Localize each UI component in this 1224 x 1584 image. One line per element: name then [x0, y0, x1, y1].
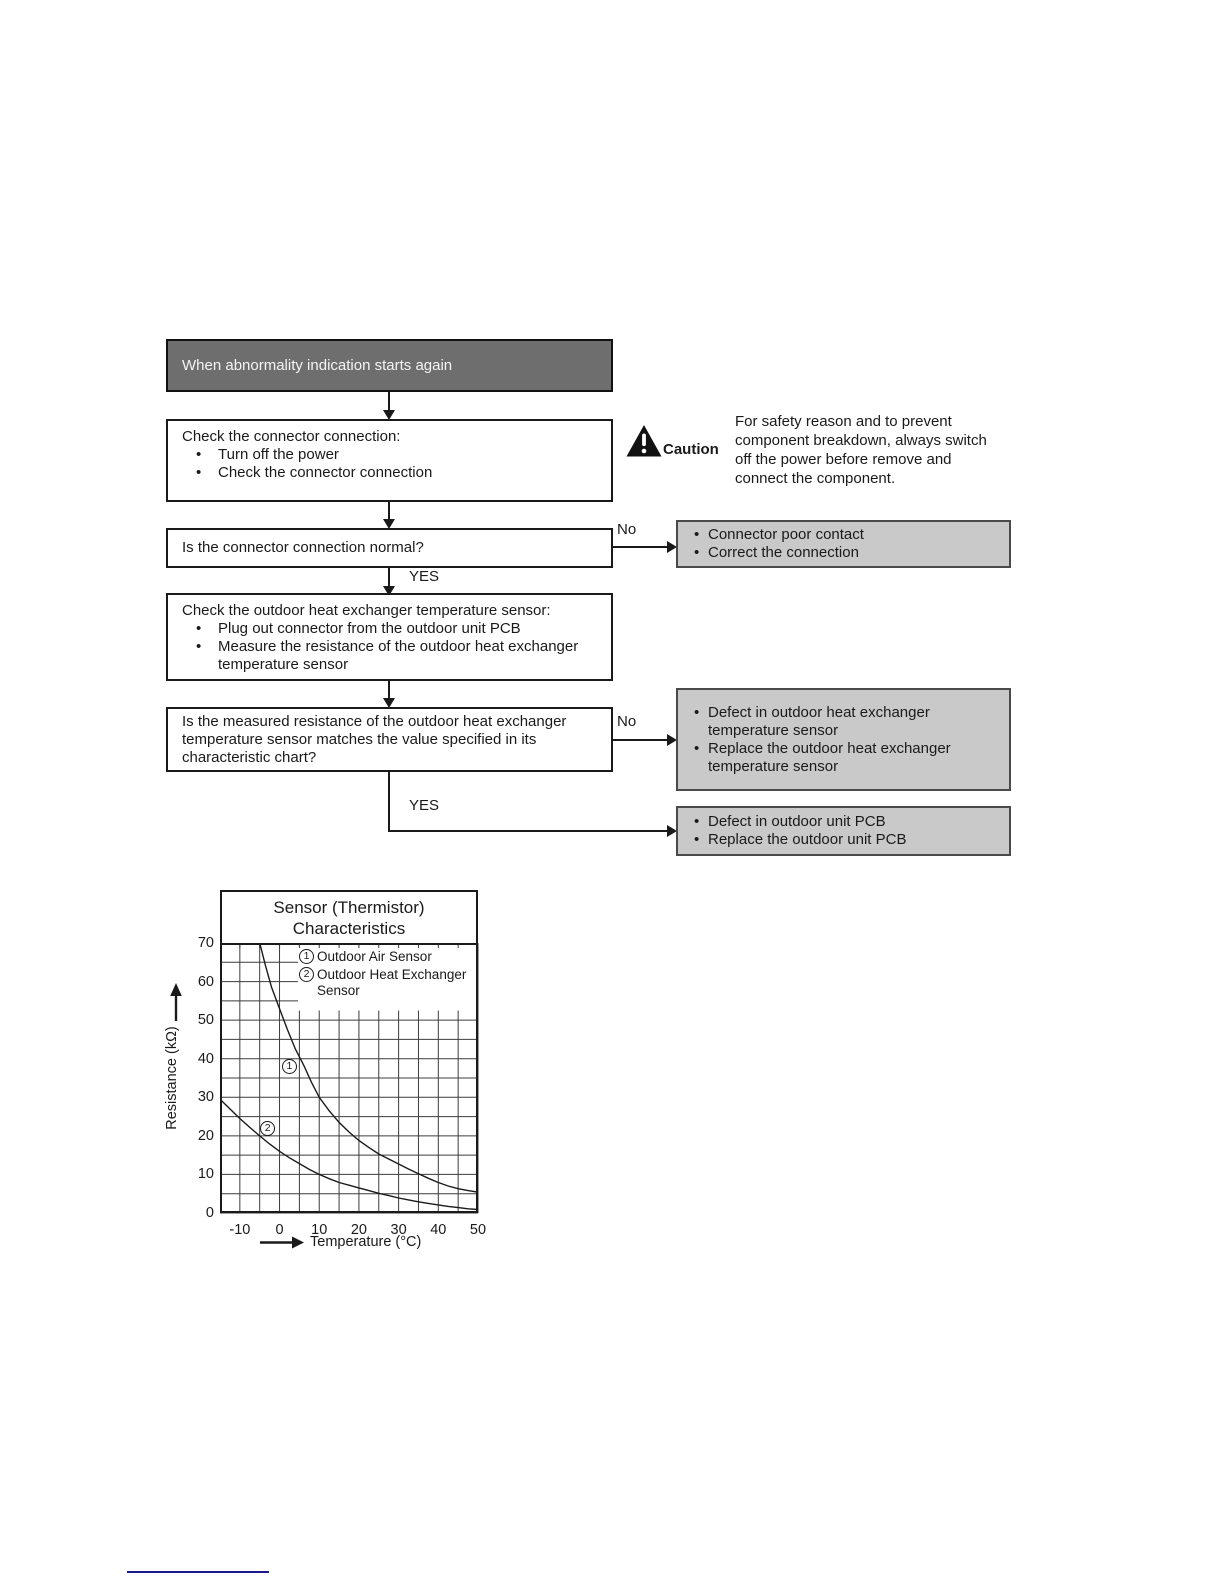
flow-check-connector-box: Check the connector connection: • Turn of…: [166, 419, 613, 502]
y-tick-label: 20: [197, 1127, 214, 1144]
bullet-text: Replace the outdoor unit PCB: [708, 831, 907, 848]
bullet-text: Check the connector connection: [218, 464, 433, 481]
y-tick-label: 50: [197, 1012, 214, 1029]
bullet-item: • Plug out connector from the outdoor uni…: [182, 620, 601, 638]
bullet-item: • Check the connector connection: [182, 464, 601, 482]
legend-circled-number-icon: 2: [299, 966, 314, 982]
y-tick-label: 10: [197, 1166, 214, 1183]
caution-text: For safety reason and to prevent compone…: [735, 413, 987, 487]
y-axis-arrow-icon: [170, 983, 182, 1021]
branch-no-1: No: [617, 521, 637, 538]
bullet-item: • Correct the connection: [678, 544, 1009, 562]
result-sensor-box: • Defect in outdoor heat exchanger temper…: [676, 688, 1011, 791]
bullet-item: • Replace the outdoor unit PCB: [678, 831, 1009, 849]
y-tick-label: 0: [205, 1205, 214, 1221]
bullet-dot: •: [694, 526, 700, 543]
bullet-dot: •: [196, 620, 202, 637]
y-tick-label: 60: [197, 973, 214, 990]
bullet-dot: •: [694, 831, 700, 848]
branch-yes-2: YES: [409, 797, 440, 814]
check-connector-bullets: • Turn off the power • Check the connector …: [182, 446, 601, 482]
result-pcb-bullets: • Defect in outdoor unit PCB • Replace the …: [678, 813, 1009, 849]
bullet-dot: •: [694, 703, 700, 721]
question-connector-box: Is the connector connection normal?: [166, 528, 613, 568]
y-tick-label: 30: [197, 1089, 214, 1106]
branch-no-2: No: [617, 713, 637, 730]
bullet-dot: •: [694, 739, 700, 757]
legend-label: Outdoor Heat Exchanger Sensor: [317, 966, 467, 999]
bullet-item: • Defect in outdoor unit PCB: [678, 813, 1009, 831]
curve-marker-1-icon: 1: [281, 1058, 297, 1074]
x-tick-label: 30: [390, 1222, 407, 1238]
bullet-item: • Measure the resistance of the outdoor h…: [182, 638, 601, 674]
chart-title-line2: Characteristics: [292, 918, 406, 938]
bullet-dot: •: [196, 464, 202, 481]
chart-title-box: Sensor (Thermistor) Characteristics: [220, 890, 478, 945]
bullet-text: Replace the outdoor heat exchanger tempe…: [708, 739, 951, 775]
x-tick-label: 0: [275, 1222, 284, 1238]
curve-marker-2-icon: 2: [260, 1120, 276, 1136]
legend-label: Outdoor Air Sensor: [317, 949, 432, 964]
bullet-item: • Connector poor contact: [678, 526, 1009, 544]
bullet-dot: •: [196, 446, 202, 463]
bullet-text: Correct the connection: [708, 544, 859, 561]
x-tick-label: 10: [311, 1222, 328, 1238]
caution-label: Caution: [663, 441, 719, 458]
x-tick-label: -10: [229, 1222, 251, 1238]
bullet-item: • Turn off the power: [182, 446, 601, 464]
branch-yes-1: YES: [409, 568, 440, 585]
legend-circled-number-icon: 1: [299, 949, 314, 964]
result-sensor-bullets: • Defect in outdoor heat exchanger temper…: [678, 704, 1009, 776]
y-axis-title: Resistance (kΩ): [164, 1026, 180, 1130]
flow-start-box: When abnormality indication starts again: [166, 339, 613, 392]
x-axis-arrow-icon: [260, 1236, 304, 1249]
x-tick-label: 50: [469, 1222, 487, 1238]
flow-check-sensor-box: Check the outdoor heat exchanger tempera…: [166, 593, 613, 681]
result-connector-box: • Connector poor contact • Correct the conn…: [676, 520, 1011, 568]
caution-warning-icon: [626, 425, 662, 457]
result-pcb-box: • Defect in outdoor unit PCB • Replace the …: [676, 806, 1011, 856]
bullet-text: Connector poor contact: [708, 526, 864, 543]
bullet-text: Plug out connector from the outdoor unit…: [218, 620, 521, 637]
question-resistance-box: Is the measured resistance of the outdoo…: [166, 707, 613, 772]
y-tick-label: 70: [197, 935, 214, 951]
result-connector-bullets: • Connector poor contact • Correct the conn…: [678, 526, 1009, 562]
x-tick-label: 20: [350, 1222, 367, 1238]
flow-start-label: When abnormality indication starts again: [182, 357, 453, 374]
caution-block: Caution For safety reason and to prevent…: [622, 408, 1012, 508]
bullet-text: Defect in outdoor unit PCB: [708, 813, 886, 830]
check-connector-title: Check the connector connection:: [182, 428, 401, 445]
bullet-item: • Defect in outdoor heat exchanger temper…: [678, 704, 1009, 740]
bullet-text: Measure the resistance of the outdoor he…: [218, 638, 579, 673]
chart-title-line1: Sensor (Thermistor): [273, 897, 425, 917]
bullet-dot: •: [694, 813, 700, 830]
question-resistance-text: Is the measured resistance of the outdoo…: [182, 712, 567, 766]
bullet-text: Turn off the power: [218, 446, 339, 463]
bullet-text: Defect in outdoor heat exchanger tempera…: [708, 703, 930, 739]
y-tick-label: 40: [197, 1050, 214, 1067]
x-axis-title: Temperature (°C): [310, 1234, 422, 1250]
check-sensor-title: Check the outdoor heat exchanger tempera…: [182, 602, 551, 619]
question-connector-text: Is the connector connection normal?: [182, 539, 424, 556]
bullet-item: • Replace the outdoor heat exchanger temp…: [678, 740, 1009, 776]
check-sensor-bullets: • Plug out connector from the outdoor uni…: [182, 620, 601, 674]
bullet-dot: •: [196, 638, 202, 655]
footer-rule: [127, 1571, 269, 1573]
sensor-characteristics-plot: [220, 943, 479, 1214]
x-tick-label: 40: [430, 1222, 447, 1238]
bullet-dot: •: [694, 544, 700, 561]
